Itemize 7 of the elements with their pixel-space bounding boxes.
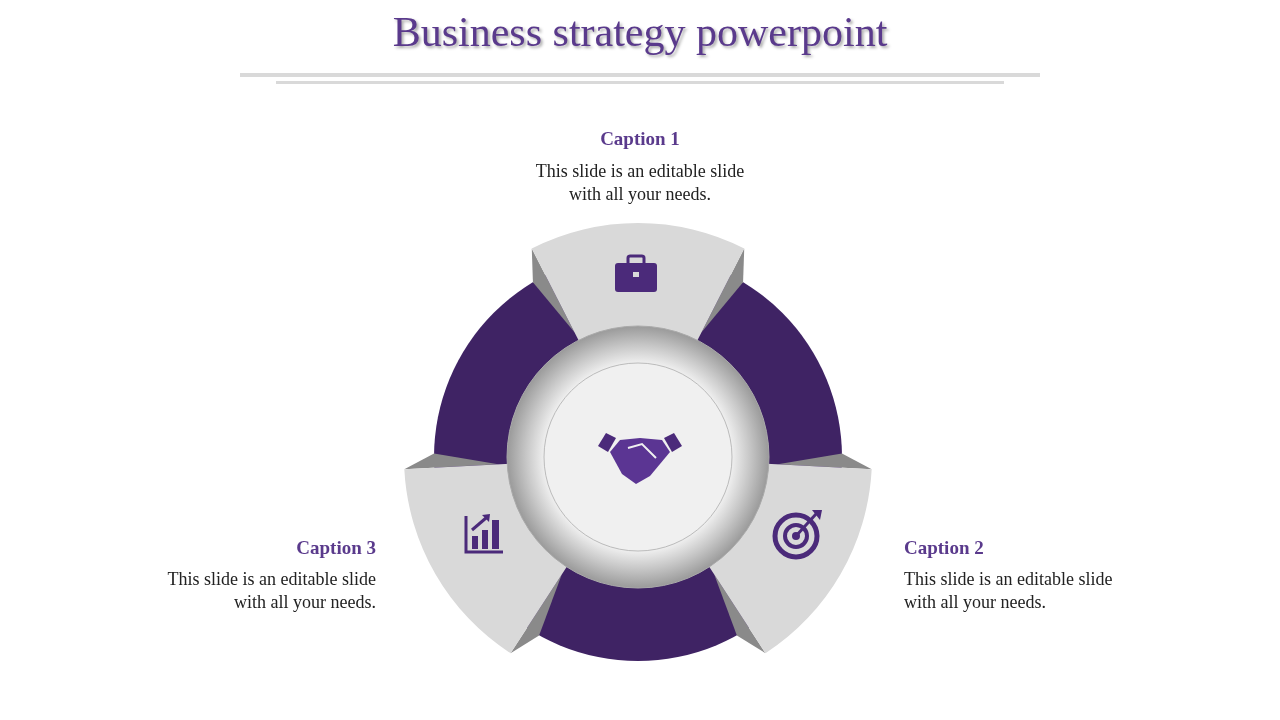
caption-text: This slide is an editable slide with all your needs. [534,160,746,206]
caption-heading: Caption 2 [904,537,984,559]
caption-heading: Caption 1 [600,128,680,150]
caption-text: This slide is an editable slide with all your needs. [904,568,1114,614]
caption-heading: Caption 3 [296,537,376,559]
caption-text: This slide is an editable slide with all your needs. [166,568,376,614]
slide-title: Business strategy powerpoint [391,8,889,56]
